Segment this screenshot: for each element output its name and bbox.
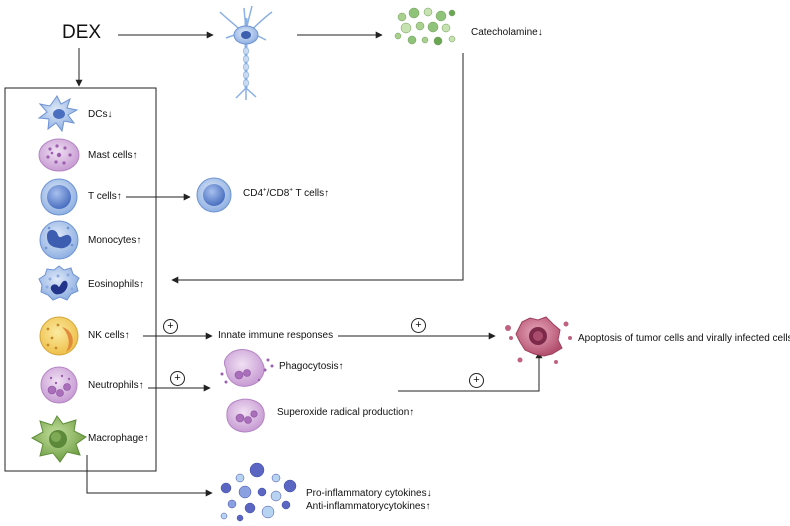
apoptosis-label: Apoptosis of tumor cells and virally inf…	[578, 333, 790, 344]
macrophage-icon	[30, 415, 87, 463]
monocyte-icon	[39, 220, 79, 260]
plus-icon-neutrophil: +	[170, 371, 185, 386]
innate-immune-label: Innate immune responses	[218, 330, 334, 341]
neutrophils-label: Neutrophils↑	[88, 380, 144, 391]
mast-cells-label: Mast cells↑	[88, 150, 138, 161]
cd4-cd8-t-cell-icon	[196, 177, 232, 213]
cytokines-icon	[220, 462, 297, 522]
nk-cells-label: NK cells↑	[88, 330, 130, 341]
arrow-macrophage-to-cytokines	[86, 455, 213, 497]
dex-label: DEX	[62, 22, 102, 43]
arrow-phagocytosis-to-apoptosis	[398, 351, 543, 392]
anti-inflammatory-label: Anti-inflammatorycytokines↑	[306, 501, 431, 512]
t-cell-icon	[40, 178, 78, 216]
dendritic-cell-icon	[37, 95, 79, 133]
eosinophils-label: Eosinophils↑	[88, 279, 145, 290]
phagocytosis-cell-icon	[220, 349, 274, 387]
nk-cell-icon	[39, 316, 79, 356]
neuron-icon	[219, 5, 273, 100]
macrophage-label: Macrophage↑	[88, 433, 149, 444]
arrow-catecholamine-to-cells	[171, 53, 464, 284]
monocytes-label: Monocytes↑	[88, 235, 142, 246]
plus-icon-nk: +	[163, 319, 178, 334]
superoxide-label: Superoxide radical production↑	[277, 407, 415, 418]
pro-inflammatory-label: Pro-inflammatory cytokines↓	[306, 488, 432, 499]
catecholamine-vesicles-icon	[394, 7, 456, 46]
mast-cell-icon	[38, 138, 80, 172]
apoptotic-tumor-cell-icon	[505, 316, 572, 364]
phagocytosis-label: Phagocytosis↑	[279, 361, 344, 372]
plus-icon-innate: +	[411, 318, 426, 333]
neutrophil-icon	[40, 366, 78, 404]
superoxide-cell-icon	[226, 398, 265, 433]
plus-icon-phagocytosis: +	[469, 373, 484, 388]
dcs-label: DCs↓	[88, 109, 113, 120]
t-cells-label: T cells↑	[88, 191, 122, 202]
eosinophil-icon	[38, 265, 80, 301]
cd4-cd8-t-cells-label: CD4+/CD8+ T cells↑	[243, 187, 330, 199]
catecholamine-label: Catecholamine↓	[471, 27, 543, 38]
cell-list-box	[4, 87, 157, 472]
